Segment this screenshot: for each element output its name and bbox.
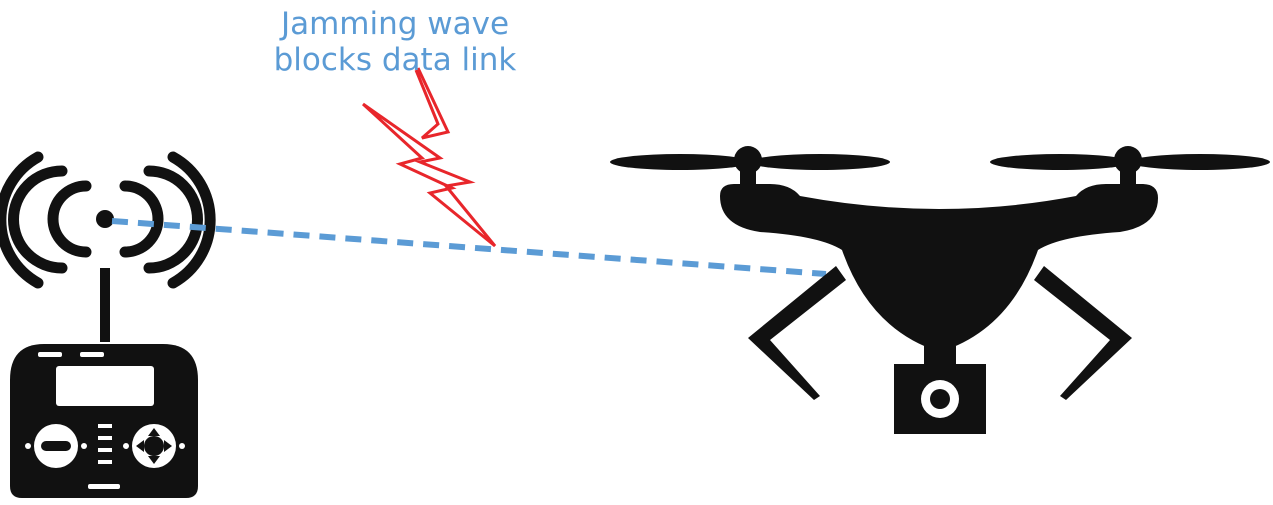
data-link-line: [112, 221, 826, 274]
wireless-signal-icon: [1, 157, 210, 283]
jamming-annotation: Jamming wave blocks data link: [250, 6, 540, 78]
camera-icon: [894, 364, 986, 434]
quadcopter-drone-icon: [610, 146, 1270, 400]
lightning-bolt-top: [416, 68, 448, 138]
lightning-bolt-icon: [363, 104, 495, 246]
annotation-line-2: blocks data link: [250, 42, 540, 78]
remote-controller-icon: [10, 268, 198, 498]
annotation-line-1: Jamming wave: [250, 6, 540, 42]
